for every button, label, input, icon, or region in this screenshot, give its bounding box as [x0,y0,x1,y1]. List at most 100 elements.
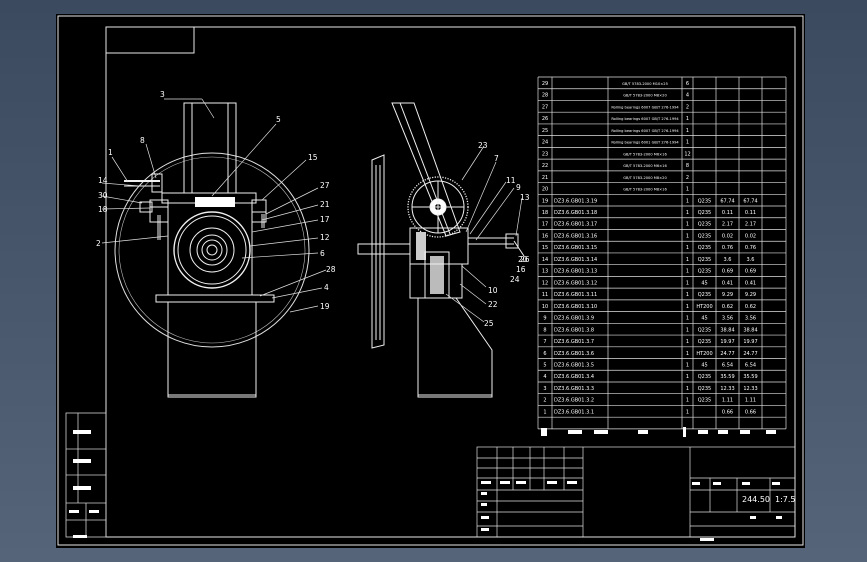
parts-cell-total: 0.11 [745,210,756,216]
parts-cell-code: DZ3.6.GB01.3.6 [554,351,594,357]
front-view [114,102,310,398]
parts-cell-code: DZ3.6.GB01.3.8 [554,327,594,333]
parts-cell-code: DZ3.6.GB01.3.10 [554,304,597,310]
binding-margin-text [69,430,99,538]
leader-12: 12 [320,233,330,242]
leader-6: 6 [320,249,325,258]
parts-cell-no: 11 [542,292,548,298]
leader-10: 10 [488,286,498,295]
parts-cell-name: Rolling bearings 6001 GB/T 276-1994 [611,141,679,145]
parts-cell-unit: 9.29 [722,292,733,298]
parts-cell-code: DZ3.6.GB01.3.11 [554,292,597,298]
parts-cell-no: 22 [542,163,548,169]
parts-cell-unit: 19.97 [720,339,734,345]
leader-15: 15 [308,153,318,162]
leader-5: 5 [276,115,281,124]
parts-cell-material: Q235 [698,374,711,380]
side-view [357,102,525,398]
parts-cell-no: 27 [542,104,548,110]
parts-cell-no: 19 [542,198,548,204]
parts-cell-no: 29 [542,81,548,87]
parts-cell-unit: 0.76 [722,245,733,251]
parts-cell-code: DZ3.6.GB01.3.7 [554,339,594,345]
parts-cell-no: 17 [542,222,548,228]
parts-cell-no: 12 [542,280,548,286]
parts-cell-qty: 4 [686,93,689,99]
leader-2: 2 [96,239,101,248]
parts-cell-total: 38.84 [743,327,757,333]
parts-cell-code: DZ3.6.GB01.3.14 [554,257,597,263]
parts-cell-no: 26 [542,116,548,122]
leader-26: 26 [520,255,530,264]
leader-30: 30 [98,191,108,200]
binding-margin-boxes [65,412,107,538]
parts-cell-material: 45 [701,362,707,368]
parts-cell-no: 6 [543,351,546,357]
parts-cell-name: GB/T 5783-2000 M8×20 [623,176,667,180]
parts-cell-qty: 12 [684,151,690,157]
parts-cell-material: Q235 [698,386,711,392]
parts-cell-name: GB/T 5783-2000 M8×16 [623,188,667,192]
parts-cell-total: 35.59 [743,374,757,380]
parts-cell-unit: 0.02 [722,233,733,239]
leader-27: 27 [320,181,330,190]
parts-cell-qty: 1 [686,292,689,298]
leader-13: 13 [520,193,530,202]
parts-cell-code: DZ3.6.GB01.3.15 [554,245,597,251]
title-block [476,446,796,538]
parts-cell-code: DZ3.6.GB01.3.1 [554,409,594,415]
title-scale: 1:7.5 [775,495,796,504]
parts-cell-total: 2.17 [745,222,756,228]
leader-11: 11 [506,176,516,185]
parts-cell-unit: 24.77 [720,351,734,357]
parts-cell-qty: 1 [686,327,689,333]
parts-cell-unit: 3.6 [724,257,732,263]
parts-cell-no: 7 [543,339,546,345]
parts-cell-qty: 1 [686,374,689,380]
leader-23: 23 [478,141,488,150]
parts-cell-qty: 1 [686,140,689,146]
parts-cell-name: GB/T 5783-2000 M6×16 [623,164,667,168]
parts-cell-no: 5 [543,362,546,368]
parts-cell-qty: 2 [686,104,689,110]
parts-cell-material: Q235 [698,269,711,275]
parts-cell-unit: 0.11 [722,210,733,216]
leader-7: 7 [494,154,499,163]
parts-cell-unit: 6.54 [722,362,733,368]
parts-cell-no: 2 [543,398,546,404]
parts-cell-qty: 1 [686,245,689,251]
leader-24: 24 [510,275,520,284]
parts-cell-code: DZ3.6.GB01.3.16 [554,233,597,239]
parts-cell-total: 0.62 [745,304,756,310]
parts-cell-total: 3.56 [745,316,756,322]
inclined-chute [391,102,461,237]
leader-16: 16 [516,265,526,274]
parts-cell-unit: 2.17 [722,222,733,228]
parts-cell-code: DZ3.6.GB01.3.5 [554,362,594,368]
parts-cell-material: HT200 [696,351,712,357]
leader-14: 14 [98,176,108,185]
leader-8: 8 [140,136,145,145]
parts-cell-qty: 1 [686,351,689,357]
parts-cell-unit: 0.69 [722,269,733,275]
parts-cell-code: DZ3.6.GB01.3.3 [554,386,594,392]
parts-cell-code: DZ3.6.GB01.3.9 [554,316,594,322]
parts-cell-material: Q235 [698,233,711,239]
parts-cell-material: Q235 [698,245,711,251]
parts-cell-qty: 1 [686,316,689,322]
leader-18: 18 [98,205,108,214]
parts-cell-name: GB/T 5783-2000 M8×20 [623,94,667,98]
parts-cell-total: 0.02 [745,233,756,239]
parts-cell-no: 8 [543,327,546,333]
parts-cell-total: 1.11 [745,398,756,404]
leader-22: 22 [488,300,498,309]
parts-cell-unit: 67.74 [720,198,734,204]
leader-numbers: 1 2 3 4 5 6 7 8 9 10 11 12 13 14 15 16 1… [96,90,530,328]
gear [407,176,469,238]
parts-cell-qty: 1 [686,280,689,286]
large-wheel [114,152,310,348]
parts-cell-no: 15 [542,245,548,251]
stand [167,301,257,398]
